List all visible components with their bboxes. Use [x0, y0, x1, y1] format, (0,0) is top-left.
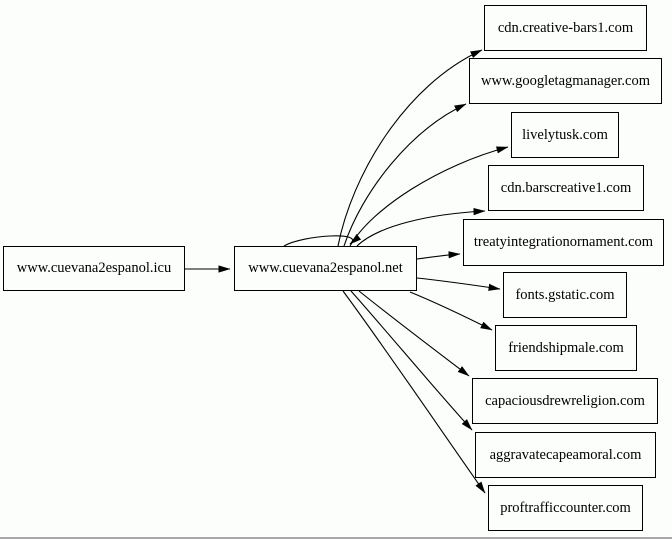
node-fonts-gstatic-com: fonts.gstatic.com [503, 272, 627, 318]
edge-net-to-proftrafficcounter [342, 290, 486, 494]
edge-net-to-aggravatecapeamoral [350, 290, 473, 431]
edge-net-to-treatyintegrationornament [416, 251, 461, 260]
edge-net-to-capaciousdrewreligion [358, 290, 470, 377]
node-capaciousdrewreligion-com: capaciousdrewreligion.com [472, 378, 658, 424]
node-livelytusk-com: livelytusk.com [511, 112, 619, 158]
node-friendshipmale-com: friendshipmale.com [495, 325, 637, 371]
node-www-cuevana2espanol-net: www.cuevana2espanol.net [234, 246, 417, 291]
node-cdn-barscreative1-com: cdn.barscreative1.com [488, 165, 644, 211]
edge-net-to-cdn-barscreative1 [356, 208, 486, 247]
node-cdn-creative-bars1-com: cdn.creative-bars1.com [484, 5, 647, 51]
edge-net-to-googletagmanager [343, 103, 467, 247]
edge-net-self-loop [283, 233, 362, 247]
page-bottom-rule [0, 537, 672, 539]
node-www-cuevana2espanol-icu: www.cuevana2espanol.icu [3, 246, 185, 291]
node-treatyintegrationornament-com: treatyintegrationornament.com [463, 219, 664, 266]
edge-net-to-friendshipmale [409, 291, 493, 331]
edge-net-to-cdn-creative-bars1 [337, 49, 483, 247]
node-proftrafficcounter-com: proftrafficcounter.com [488, 485, 643, 531]
node-aggravatecapeamoral-com: aggravatecapeamoral.com [475, 432, 656, 478]
edge-net-to-livelytusk [349, 146, 509, 247]
node-www-googletagmanager-com: www.googletagmanager.com [469, 58, 662, 104]
edge-net-to-fonts-gstatic [416, 277, 501, 291]
